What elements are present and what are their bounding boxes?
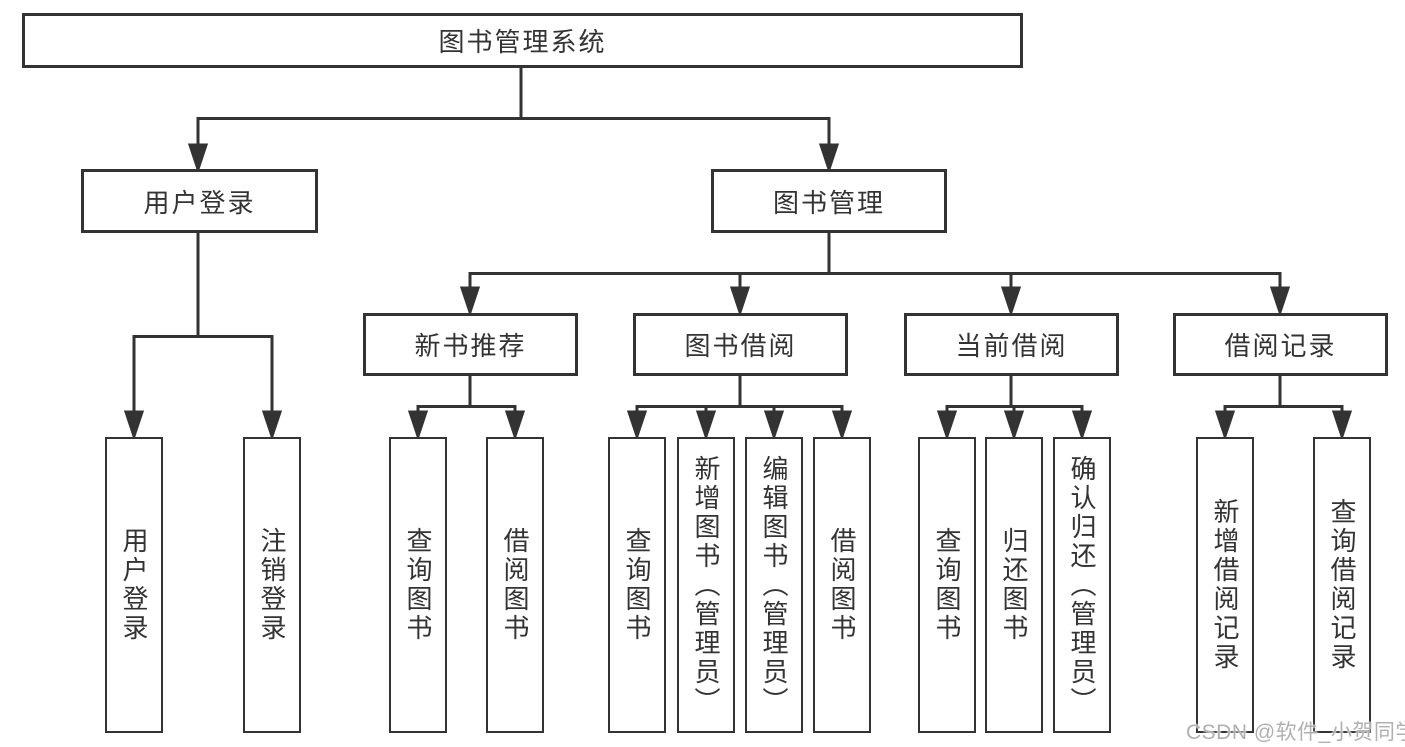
leaf-label: 借阅图书 [500, 527, 530, 643]
leaf-borrow-book: 借阅图书 [813, 437, 871, 733]
arrowhead [407, 405, 429, 441]
leaf-label: 用户登录 [119, 527, 149, 643]
node-user-login-module: 用户登录 [81, 169, 318, 233]
node-label: 当前借阅 [955, 331, 1068, 361]
arrowhead [936, 405, 958, 441]
leaf-borrow-book-recommend: 借阅图书 [486, 437, 544, 733]
arrowhead [261, 335, 283, 441]
leaf-query-book-current: 查询图书 [918, 437, 976, 733]
leaf-add-borrow-record: 新增借阅记录 [1196, 437, 1254, 733]
node-borrowing-records: 借阅记录 [1173, 313, 1388, 376]
leaf-confirm-return-admin: 确认归还（管理员） [1053, 437, 1111, 733]
arrowhead [459, 272, 481, 317]
node-label: 借阅记录 [1224, 331, 1337, 361]
arrowhead [1269, 272, 1291, 317]
arrowhead [1003, 405, 1025, 441]
leaf-edit-book-admin: 编辑图书（管理员） [745, 437, 803, 733]
leaf-user-login: 用户登录 [105, 437, 163, 733]
leaf-label: 查询图书 [932, 527, 962, 643]
arrowhead [504, 405, 526, 441]
csdn-watermark: CSDN @软件_小贺同学 [1186, 721, 1405, 744]
node-label: 图书管理系统 [438, 27, 607, 57]
tree-trunk-lines [132, 68, 1344, 408]
leaf-label: 新增图书（管理员） [691, 454, 721, 716]
arrowhead [1331, 405, 1353, 441]
arrowhead [818, 117, 840, 174]
node-label: 新书推荐 [414, 331, 527, 361]
leaf-label: 归还图书 [999, 527, 1029, 643]
arrowhead [123, 335, 145, 441]
leaf-label: 借阅图书 [827, 527, 857, 643]
node-book-management-module: 图书管理 [711, 169, 947, 233]
arrowhead [695, 405, 717, 441]
leaf-query-borrow-record: 查询借阅记录 [1313, 437, 1371, 733]
leaf-query-book-recommend: 查询图书 [389, 437, 447, 733]
leaf-label: 编辑图书（管理员） [759, 454, 789, 716]
node-library-management-system: 图书管理系统 [22, 13, 1023, 68]
arrowhead [1071, 405, 1093, 441]
leaf-logout: 注销登录 [243, 437, 301, 733]
node-label: 用户登录 [143, 187, 256, 218]
arrowhead [626, 405, 648, 441]
leaf-label: 确认归还（管理员） [1067, 454, 1097, 716]
arrowhead [729, 272, 751, 317]
leaf-label: 查询借阅记录 [1327, 498, 1357, 672]
node-label: 图书借阅 [684, 331, 797, 361]
arrowhead [1214, 405, 1236, 441]
leaf-label: 查询图书 [403, 527, 433, 643]
node-book-borrowing: 图书借阅 [633, 313, 848, 376]
leaf-label: 查询图书 [622, 527, 652, 643]
arrowhead [187, 117, 209, 174]
arrowhead [1000, 272, 1022, 317]
node-new-book-recommendation: 新书推荐 [363, 313, 578, 376]
leaf-label: 新增借阅记录 [1210, 498, 1240, 672]
leaf-label: 注销登录 [257, 527, 287, 643]
leaf-query-book-borrowing: 查询图书 [608, 437, 666, 733]
arrowhead [831, 405, 853, 441]
node-label: 图书管理 [772, 187, 885, 218]
arrowhead [763, 405, 785, 441]
leaf-add-book-admin: 新增图书（管理员） [677, 437, 735, 733]
node-current-borrowing: 当前借阅 [904, 313, 1119, 376]
leaf-return-book: 归还图书 [985, 437, 1043, 733]
